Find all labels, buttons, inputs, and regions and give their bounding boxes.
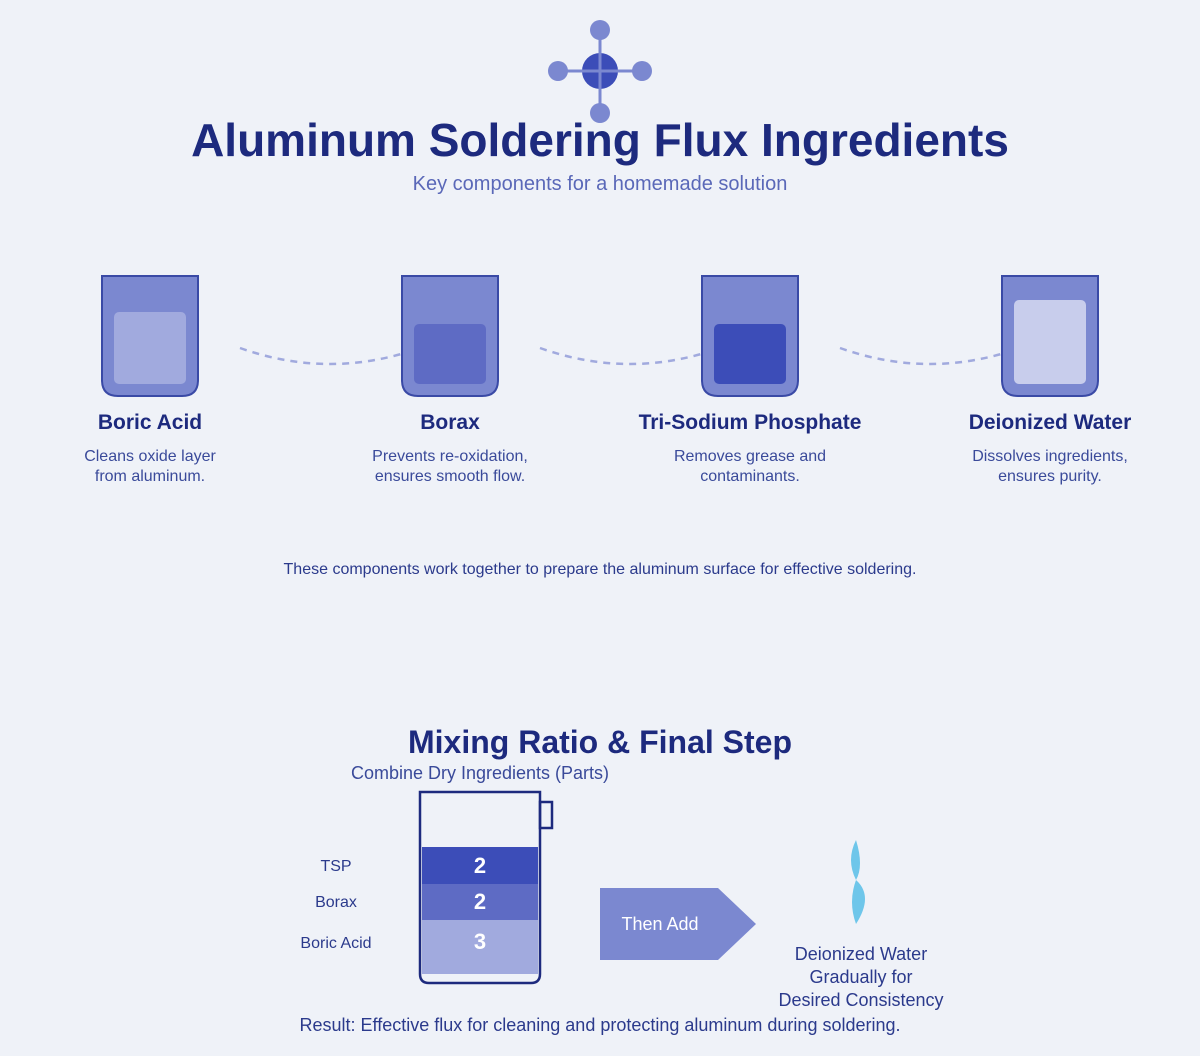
combine-label: Combine Dry Ingredients (Parts) (350, 763, 610, 783)
page-title: Aluminum Soldering Flux Ingredients (191, 114, 1009, 166)
desc-line: Removes grease and (673, 448, 827, 465)
mixing-section-title: Mixing Ratio & Final Step (407, 724, 792, 760)
ingredients-diagram (101, 275, 1099, 397)
layer-tsp (422, 847, 538, 884)
jar-icon (401, 275, 499, 397)
water-text-line: Deionized Water (794, 944, 928, 964)
ingredient-name-tsp: Tri-Sodium Phosphate (638, 411, 862, 434)
desc-line: ensures smooth flow. (374, 468, 526, 485)
page-subtitle: Key components for a homemade solution (412, 173, 788, 195)
desc-line: Cleans oxide layer (84, 448, 216, 465)
ingredient-name-water: Deionized Water (968, 411, 1132, 434)
layer-label-boric-acid: Boric Acid (300, 935, 372, 952)
desc-line: Dissolves ingredients, (972, 448, 1128, 465)
connector-3 (839, 346, 1021, 366)
desc-line: from aluminum. (94, 468, 206, 485)
desc-line: Prevents re-oxidation, (372, 448, 528, 465)
summary-text: These components work together to prepar… (283, 561, 917, 578)
result-text: Result: Effective flux for cleaning and … (299, 1015, 901, 1035)
molecule-icon (548, 20, 652, 123)
desc-line: ensures purity. (998, 468, 1102, 485)
layer-boric-acid (422, 920, 538, 974)
water-text-line: Gradually for (809, 967, 913, 987)
ingredient-desc-tsp: Removes grease and contaminants. (610, 447, 890, 487)
desc-line: contaminants. (700, 468, 800, 485)
connector-2 (539, 346, 721, 366)
connector-1 (239, 346, 421, 366)
layer-label-tsp: TSP (320, 858, 352, 875)
jar-icon (1001, 275, 1099, 397)
ingredient-name-borax: Borax (420, 411, 480, 434)
layer-parts-boric-acid: 3 (474, 929, 486, 954)
layer-borax (422, 884, 538, 920)
jar-icon (701, 275, 799, 397)
arrow-label: Then Add (621, 914, 698, 934)
ingredient-desc-borax: Prevents re-oxidation, ensures smooth fl… (310, 447, 590, 487)
jar-icon (101, 275, 199, 397)
beaker-icon: 2 2 3 (418, 790, 554, 985)
layer-parts-borax: 2 (474, 889, 486, 914)
ingredient-name-boric-acid: Boric Acid (97, 411, 203, 434)
water-drop-icon (851, 840, 865, 924)
ingredient-desc-boric-acid: Cleans oxide layer from aluminum. (10, 447, 290, 487)
layer-parts-tsp: 2 (474, 853, 486, 878)
layer-label-borax: Borax (315, 894, 357, 911)
ingredient-desc-water: Dissolves ingredients, ensures purity. (910, 447, 1190, 487)
water-text-line: Desired Consistency (778, 990, 944, 1010)
then-add-arrow: Then Add (600, 888, 756, 960)
water-instruction: Deionized Water Gradually for Desired Co… (761, 943, 961, 1012)
